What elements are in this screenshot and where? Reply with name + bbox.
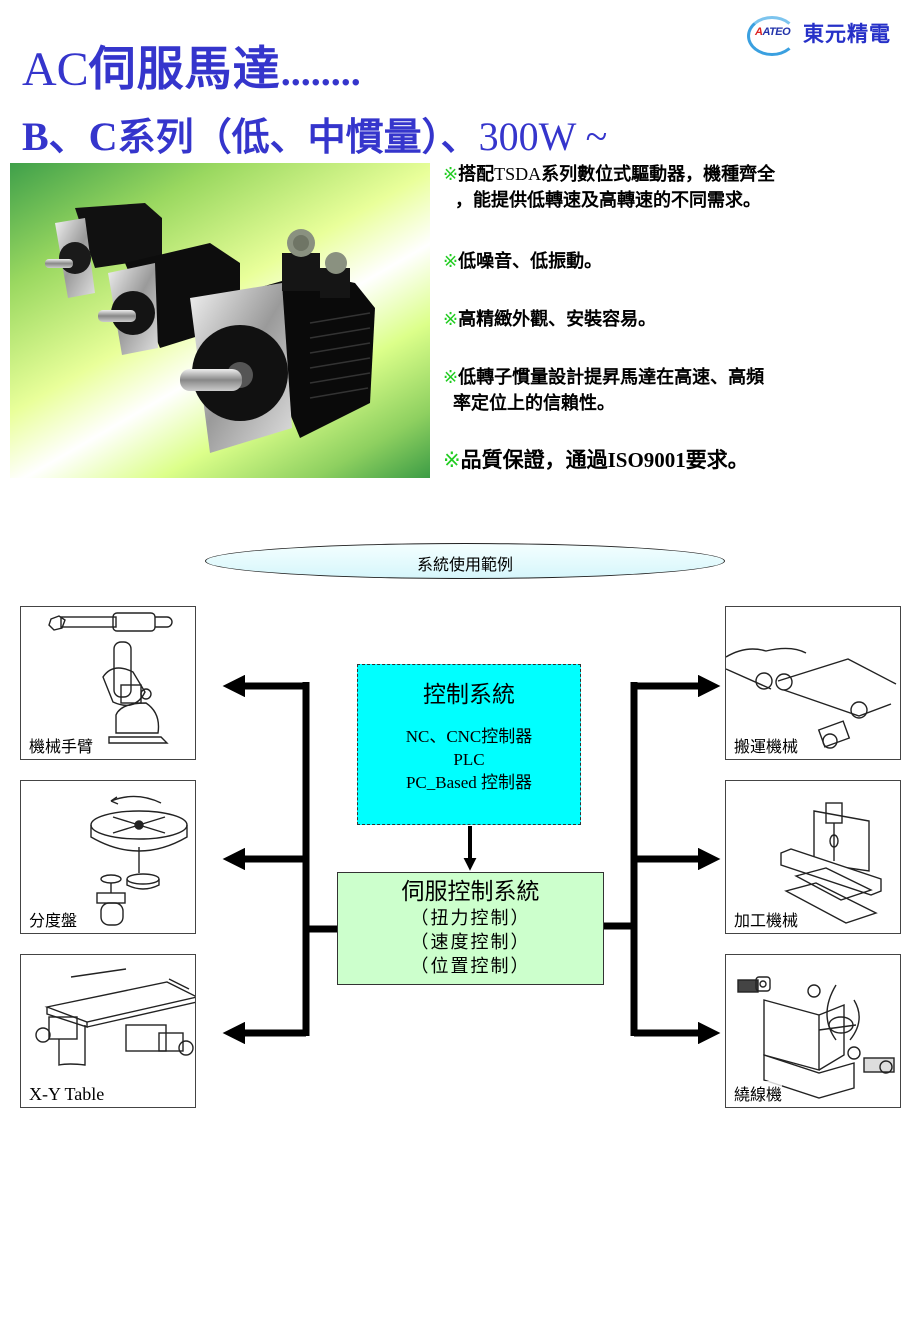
control-system-line: PLC <box>453 750 485 769</box>
feature-text: 要求。 <box>685 448 749 472</box>
feature-item: ※高精緻外觀、安裝容易。 <box>443 307 903 333</box>
servo-system-line: （位置控制） <box>410 956 531 977</box>
feature-item: ※低噪音、低振動。 <box>443 249 903 275</box>
feature-list: ※搭配TSDA系列數位式驅動器，機種齊全 ，能提供低轉速及高轉速的不同需求。 ※… <box>443 162 903 473</box>
machining-icon <box>780 802 882 924</box>
control-system-box: 控制系統 NC、CNC控制器 PLC PC_Based 控制器 <box>357 664 581 825</box>
app-box-conveyor: 搬運機械 <box>725 606 901 760</box>
logo-mark: AATEO <box>755 26 791 38</box>
system-example-banner: 系統使用範例 <box>205 543 725 579</box>
servo-control-system-box: 伺服控制系統 （扭力控制） （速度控制） （位置控制） <box>337 872 604 985</box>
company-name: 東元精電 <box>803 22 891 46</box>
control-system-title: 控制系統 <box>423 682 515 708</box>
page-title: AC伺服馬達........ <box>22 30 361 99</box>
banner-ellipse <box>205 543 725 579</box>
robot-arm-icon <box>48 612 173 744</box>
subtitle-main: 系列（低、中慣量）、 <box>117 115 479 159</box>
servo-system-line: （扭力控制） <box>410 908 531 929</box>
app-label: 加工機械 <box>734 907 799 931</box>
title-dots: ........ <box>280 49 361 94</box>
banner-text: 系統使用範例 <box>416 555 513 574</box>
title-prefix: AC <box>22 43 89 96</box>
feature-text: 搭配 <box>458 164 495 185</box>
feature-text: 系列數位式驅動器，機種齊全 <box>541 164 776 185</box>
xy-table-icon <box>35 968 195 1066</box>
servo-motors-image <box>45 203 375 453</box>
app-box-machining: 加工機械 <box>725 780 901 934</box>
bullet-mark-icon: ※ <box>443 309 459 330</box>
app-label: 繞線機 <box>734 1081 783 1105</box>
feature-text-cont: 率定位上的信賴性。 <box>453 393 615 414</box>
feature-text: TSDA <box>494 164 542 184</box>
feature-text: 高精緻外觀、安裝容易。 <box>458 309 657 330</box>
servo-system-title: 伺服控制系統 <box>401 879 540 905</box>
bullet-mark-icon: ※ <box>443 367 459 388</box>
app-box-index-table: 分度盤 <box>20 780 196 934</box>
feature-item: ※搭配TSDA系列數位式驅動器，機種齊全 ，能提供低轉速及高轉速的不同需求。 <box>443 162 903 214</box>
control-system-line: NC、CNC控制器 <box>405 727 533 746</box>
app-label: 分度盤 <box>29 907 78 931</box>
page-subtitle: B、C系列（低、中慣量）、300W ~ <box>22 104 607 162</box>
feature-item: ※品質保證，通過ISO9001要求。 <box>443 447 903 473</box>
conveyor-icon <box>726 647 897 749</box>
app-label: X-Y Table <box>29 1084 105 1105</box>
bullet-mark-icon: ※ <box>443 251 459 272</box>
feature-text-cont: ，能提供低轉速及高轉速的不同需求。 <box>455 190 761 211</box>
large-motor <box>180 229 375 453</box>
feature-text: ISO9001 <box>607 448 686 472</box>
logo-ring-icon <box>747 16 797 56</box>
bullet-mark-icon: ※ <box>443 448 461 472</box>
app-box-robot-arm: 機械手臂 <box>20 606 196 760</box>
subtitle-power: 300W ~ <box>478 114 608 159</box>
servo-system-line: （速度控制） <box>410 932 531 953</box>
feature-text: 品質保證，通過 <box>460 448 608 472</box>
servo-motor-photo <box>10 163 430 478</box>
feature-item: ※低轉子慣量設計提昇馬達在高速、高頻 率定位上的信賴性。 <box>443 365 903 417</box>
app-box-xy-table: X-Y Table <box>20 954 196 1108</box>
feature-text: 低噪音、低振動。 <box>458 251 603 272</box>
small-motor <box>45 203 162 298</box>
title-main: 伺服馬達 <box>88 42 281 97</box>
app-label: 搬運機械 <box>734 733 799 757</box>
control-system-line: PC_Based 控制器 <box>405 773 533 792</box>
winding-machine-icon <box>737 976 895 1099</box>
app-label: 機械手臂 <box>29 733 94 757</box>
bullet-mark-icon: ※ <box>443 164 459 185</box>
company-logo: AATEO 東元精電 <box>745 12 905 56</box>
app-box-winding: 繞線機 <box>725 954 901 1108</box>
feature-text: 低轉子慣量設計提昇馬達在高速、高頻 <box>458 367 765 388</box>
subtitle-series: B、C <box>22 114 118 159</box>
index-table-icon <box>90 795 188 926</box>
